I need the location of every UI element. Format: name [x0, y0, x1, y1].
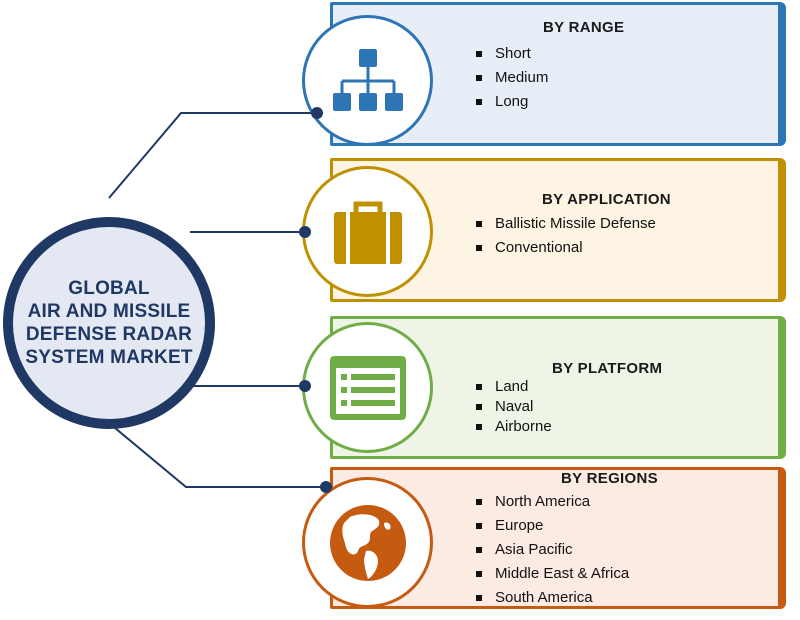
list-item: Naval — [473, 397, 552, 417]
hub-title: GLOBAL AIR AND MISSILE DEFENSE RADAR SYS… — [25, 278, 193, 368]
list-item: Medium — [473, 66, 548, 90]
list-item: Airborne — [473, 417, 552, 437]
connector-dot-regions — [320, 481, 332, 493]
segment-list-regions: North America Europe Asia Pacific Middle… — [473, 490, 629, 610]
briefcase-icon — [333, 201, 402, 264]
list-window-icon — [329, 355, 406, 420]
list-item: Ballistic Missile Defense — [473, 212, 656, 236]
segment-title-range: BY RANGE — [543, 19, 625, 36]
segment-list-application: Ballistic Missile Defense Conventional — [473, 212, 656, 260]
list-item: Land — [473, 377, 552, 397]
connector-range — [108, 112, 317, 199]
list-item: South America — [473, 586, 629, 610]
list-item: Short — [473, 42, 548, 66]
list-item: Long — [473, 90, 548, 114]
connector-dot-range — [311, 107, 323, 119]
central-market-circle: GLOBAL AIR AND MISSILE DEFENSE RADAR SYS… — [3, 217, 215, 429]
segment-title-application: BY APPLICATION — [542, 191, 671, 208]
segment-icon-disc-platform — [302, 322, 433, 453]
list-item: North America — [473, 490, 629, 514]
list-item: Asia Pacific — [473, 538, 629, 562]
globe-icon — [329, 504, 406, 581]
segment-icon-disc-regions — [302, 477, 433, 608]
segment-title-regions: BY REGIONS — [561, 470, 658, 487]
connector-dot-platform — [299, 380, 311, 392]
connector-regions — [108, 422, 326, 488]
segment-icon-disc-application — [302, 166, 433, 297]
list-item: Europe — [473, 514, 629, 538]
list-item: Middle East & Africa — [473, 562, 629, 586]
segment-icon-disc-range — [302, 15, 433, 146]
hierarchy-icon — [332, 48, 403, 111]
connector-dot-application — [299, 226, 311, 238]
segment-title-platform: BY PLATFORM — [552, 360, 663, 377]
segment-list-range: Short Medium Long — [473, 42, 548, 114]
list-item: Conventional — [473, 236, 656, 260]
segment-list-platform: Land Naval Airborne — [473, 377, 552, 437]
